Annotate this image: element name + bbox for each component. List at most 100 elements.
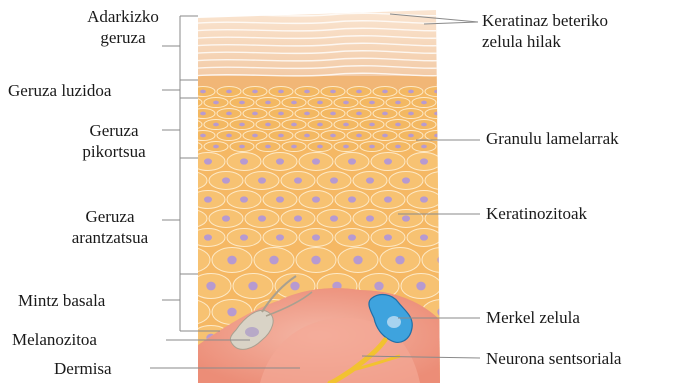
label-keratinocytes: Keratinozitoak: [486, 203, 587, 224]
cell-nucleus: [252, 134, 258, 138]
keratinocyte: [173, 172, 207, 190]
cell-nucleus: [185, 256, 194, 265]
cell-nucleus: [348, 196, 356, 202]
cell-nucleus: [356, 90, 362, 94]
cell-nucleus: [187, 101, 193, 105]
cell-nucleus: [374, 282, 383, 291]
label-dermis: Dermisa: [54, 358, 112, 379]
label-melanocyte: Melanozitoa: [12, 329, 97, 350]
cell-nucleus: [186, 215, 194, 221]
cell-nucleus: [265, 145, 271, 149]
keratinocyte: [178, 120, 202, 130]
cell-nucleus: [384, 234, 392, 240]
cell-nucleus: [227, 256, 236, 265]
label-stratum-granulosum: Geruza pikortsua: [66, 120, 162, 162]
keratinocyte: [438, 120, 462, 130]
cell-nucleus: [311, 256, 320, 265]
cell-nucleus: [222, 215, 230, 221]
label-stratum-corneum: Adarkizko geruza: [74, 6, 172, 48]
cell-nucleus: [312, 234, 320, 240]
cell-nucleus: [330, 177, 338, 183]
label-dead-cells-line2: zelula hilak: [482, 31, 608, 52]
cell-nucleus: [304, 90, 310, 94]
cell-nucleus: [384, 158, 392, 164]
label-stratum-basale: Mintz basala: [18, 290, 105, 311]
cell-nucleus: [276, 158, 284, 164]
cell-nucleus: [366, 215, 374, 221]
label-sensory-neuron: Neurona sentsoriala: [486, 348, 621, 369]
label-dead-cells: Keratinaz beteriko zelula hilak: [482, 10, 608, 52]
label-merkel-cell: Merkel zelula: [486, 307, 580, 328]
keratinocyte: [443, 153, 477, 171]
label-stratum-lucidum: Geruza luzidoa: [8, 80, 111, 101]
cell-nucleus: [258, 177, 266, 183]
cell-nucleus: [239, 145, 245, 149]
cell-nucleus: [395, 123, 401, 127]
cell-nucleus: [356, 112, 362, 116]
keratinocyte: [178, 142, 202, 152]
cell-nucleus: [369, 123, 375, 127]
keratinocyte: [422, 248, 462, 273]
cell-nucleus: [456, 234, 464, 240]
label-stratum-spinosum-line2: arantzatsua: [56, 227, 164, 248]
cell-nucleus: [213, 101, 219, 105]
cell-nucleus: [239, 123, 245, 127]
cell-nucleus: [421, 123, 427, 127]
cell-nucleus: [258, 215, 266, 221]
keratinocyte: [438, 142, 462, 152]
cell-nucleus: [276, 234, 284, 240]
keratinocyte: [178, 98, 202, 108]
cell-nucleus: [291, 101, 297, 105]
cell-nucleus: [200, 90, 206, 94]
cell-nucleus: [458, 334, 467, 343]
label-stratum-corneum-line1: Adarkizko: [74, 6, 172, 27]
cell-nucleus: [330, 215, 338, 221]
cell-nucleus: [382, 90, 388, 94]
label-stratum-corneum-line2: geruza: [74, 27, 172, 48]
cell-nucleus: [438, 215, 446, 221]
cell-nucleus: [227, 308, 236, 317]
cell-nucleus: [416, 282, 425, 291]
label-stratum-granulosum-line2: pikortsua: [66, 141, 162, 162]
cell-nucleus: [369, 101, 375, 105]
cell-nucleus: [408, 134, 414, 138]
cell-nucleus: [185, 308, 194, 317]
cell-nucleus: [437, 308, 446, 317]
cell-nucleus: [395, 101, 401, 105]
label-stratum-spinosum-line1: Geruza: [56, 206, 164, 227]
cell-nucleus: [294, 177, 302, 183]
cell-nucleus: [294, 215, 302, 221]
cell-nucleus: [291, 123, 297, 127]
label-stratum-granulosum-line1: Geruza: [66, 120, 162, 141]
cell-nucleus: [353, 256, 362, 265]
cell-nucleus: [343, 123, 349, 127]
cell-nucleus: [200, 134, 206, 138]
cell-nucleus: [343, 145, 349, 149]
cell-nucleus: [304, 134, 310, 138]
cell-nucleus: [200, 112, 206, 116]
cell-nucleus: [420, 234, 428, 240]
cell-nucleus: [213, 145, 219, 149]
cell-nucleus: [291, 145, 297, 149]
cell-nucleus: [240, 196, 248, 202]
cell-nucleus: [312, 196, 320, 202]
keratinocyte: [443, 229, 477, 247]
cell-nucleus: [438, 177, 446, 183]
cell-nucleus: [226, 90, 232, 94]
cell-nucleus: [312, 158, 320, 164]
keratinocyte: [443, 326, 483, 351]
cell-nucleus: [408, 90, 414, 94]
cell-nucleus: [420, 196, 428, 202]
cell-nucleus: [330, 112, 336, 116]
cell-nucleus: [456, 196, 464, 202]
cell-nucleus: [248, 282, 257, 291]
cell-nucleus: [447, 145, 453, 149]
cell-nucleus: [304, 112, 310, 116]
cell-nucleus: [269, 256, 278, 265]
cell-nucleus: [402, 177, 410, 183]
cell-nucleus: [265, 123, 271, 127]
cell-nucleus: [252, 112, 258, 116]
cell-nucleus: [265, 101, 271, 105]
cell-nucleus: [204, 158, 212, 164]
